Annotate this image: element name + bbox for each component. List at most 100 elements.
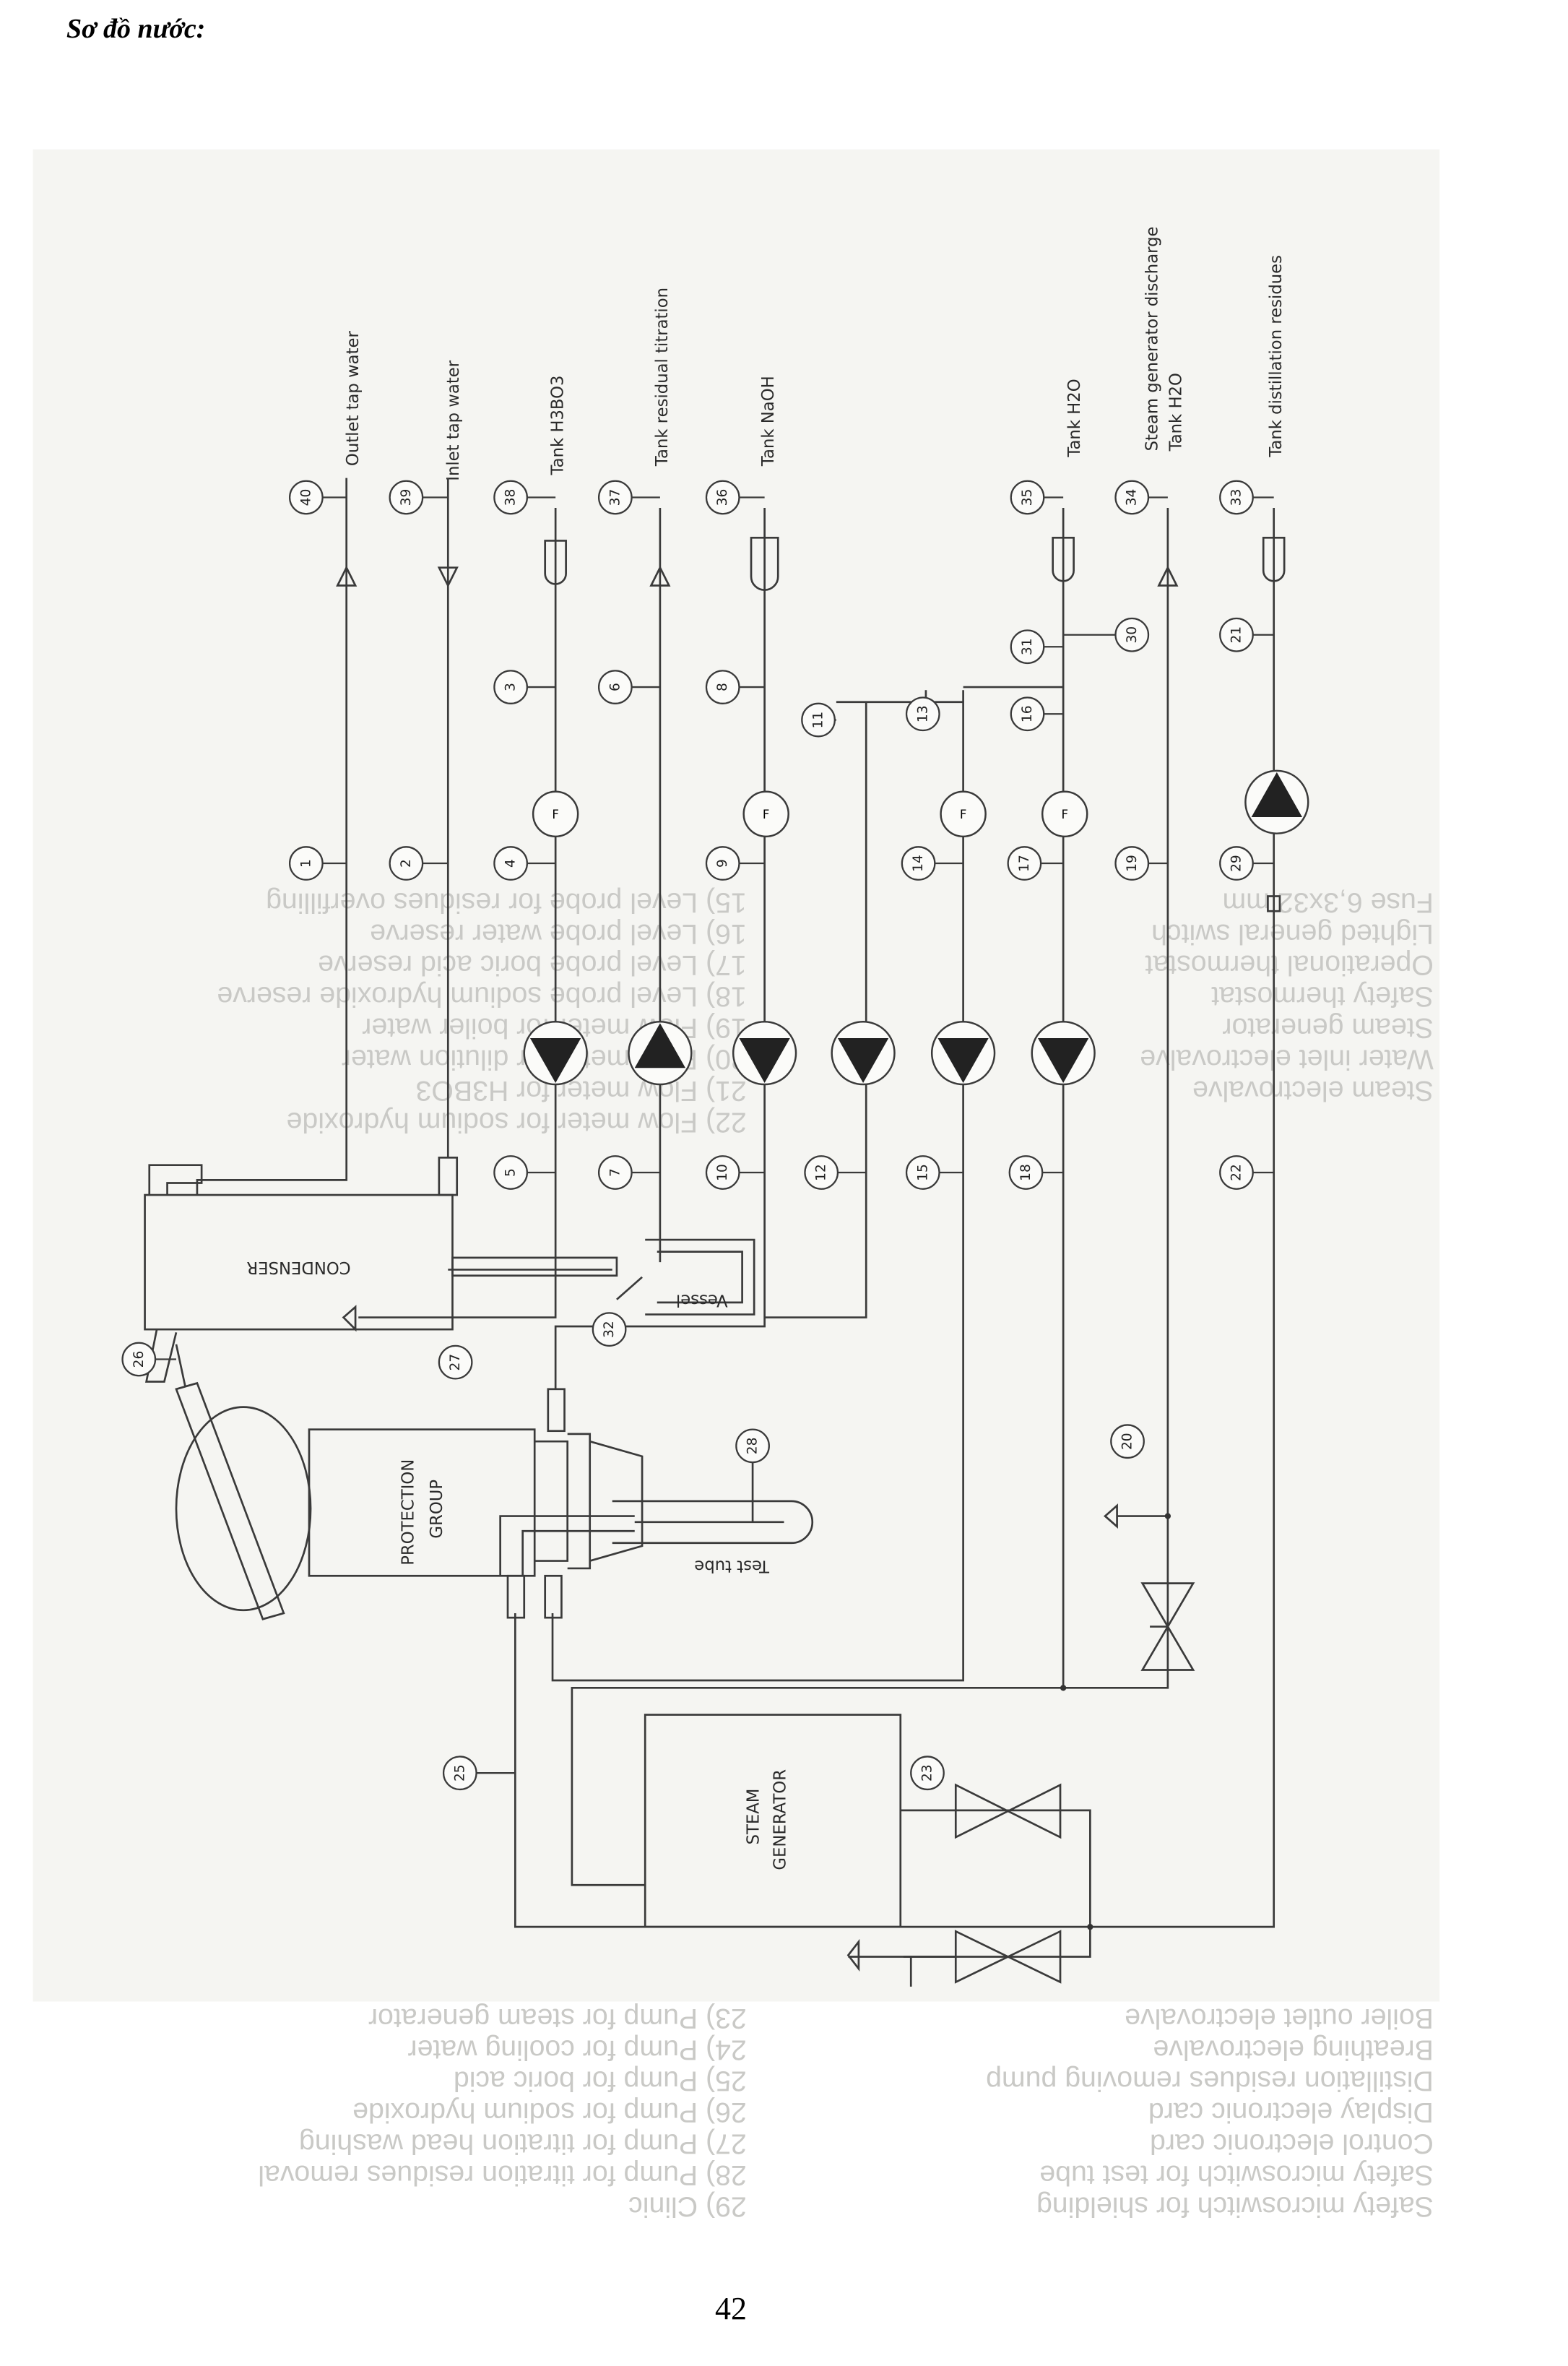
- pump-icon: [1244, 769, 1309, 834]
- callout-1: 1: [288, 846, 324, 881]
- callout-30: 30: [1114, 617, 1150, 652]
- callout-13: 13: [905, 696, 940, 732]
- generator-label: GENERATOR: [771, 1769, 790, 1870]
- bleed-through-line: Safety microswitch for test tube: [1039, 2159, 1434, 2191]
- condenser-label: CONDENSER: [246, 1258, 350, 1277]
- callout-number: 7: [607, 1168, 623, 1177]
- bleed-through-line: 27) Pump for titration head washing: [299, 2128, 747, 2160]
- callout-23: 23: [910, 1756, 945, 1791]
- callout-number: 16: [1020, 705, 1035, 722]
- pump-icon: [1031, 1020, 1096, 1086]
- bleed-through-line: Fuse 6,3x32 mm: [1222, 886, 1433, 918]
- arrow-up-icon: [649, 565, 671, 587]
- callout-28: 28: [735, 1428, 770, 1464]
- label-tank-naoh: Tank NaOH: [759, 376, 778, 467]
- bleed-through-line: Operational thermostat: [1145, 949, 1434, 981]
- bleed-through-line: Control electronic card: [1150, 2128, 1434, 2160]
- label-tank-distillation-residues: Tank distillation residues: [1267, 255, 1286, 458]
- bleed-through-line: 25) Pump for boric acid: [454, 2065, 747, 2097]
- bleed-through-line: Steam generator: [1222, 1012, 1433, 1044]
- callout-number: 28: [745, 1438, 761, 1455]
- tank-fitting-icon: [750, 536, 779, 591]
- valve-icon: [954, 1783, 1062, 1839]
- callout-number: 22: [1229, 1164, 1244, 1181]
- callout-number: 8: [715, 683, 730, 691]
- callout-number: 2: [399, 859, 414, 868]
- label-tank-h2o-2: Tank H2O: [1166, 373, 1185, 452]
- group-label: GROUP: [428, 1480, 446, 1539]
- arrow-up-icon: [1157, 565, 1179, 587]
- callout-number: 9: [715, 859, 730, 868]
- flowmeter-icon: F: [532, 790, 579, 838]
- callout-31: 31: [1010, 629, 1045, 665]
- flowmeter-symbol: F: [763, 808, 770, 821]
- callout-21: 21: [1219, 617, 1254, 652]
- protection-label: PROTECTION: [399, 1459, 418, 1566]
- bleed-through-line: Distillation residues removing pump: [986, 2065, 1434, 2097]
- callout-number: 36: [715, 489, 730, 506]
- page-number: 42: [715, 2291, 747, 2326]
- callout-32: 32: [592, 1312, 627, 1347]
- callout-number: 29: [1229, 855, 1244, 872]
- bleed-through-line: Display electronic card: [1148, 2097, 1434, 2128]
- bleed-through-line: Boiler outlet electrovalve: [1125, 2003, 1434, 2034]
- tank-fitting-icon: [544, 540, 567, 585]
- drain-icon: [342, 1305, 357, 1332]
- callout-16: 16: [1010, 696, 1045, 732]
- pump-icon: [523, 1020, 588, 1086]
- drain-icon: [1103, 1503, 1118, 1529]
- label-inlet-tap-water: Inlet tap water: [444, 360, 463, 480]
- bleed-through-line: Water inlet electrovalve: [1140, 1043, 1434, 1075]
- callout-number: 5: [503, 1168, 519, 1177]
- bleed-through-line: Safety thermostat: [1211, 981, 1434, 1013]
- bleed-through-line: 16) Level probe water reserve: [370, 918, 747, 950]
- callout-18: 18: [1008, 1155, 1044, 1190]
- arrow-up-icon: [336, 565, 358, 587]
- bleed-through-line: 17) Level probe boric acid reserve: [318, 949, 747, 981]
- condenser: CONDENSER: [144, 1157, 618, 1383]
- callout-number: 20: [1120, 1433, 1135, 1450]
- callout-number: 31: [1020, 638, 1035, 655]
- flowmeter-icon: F: [940, 790, 987, 838]
- flowmeter-symbol: F: [552, 808, 559, 821]
- flowmeter-icon: F: [1041, 790, 1088, 838]
- callout-number: 14: [911, 855, 926, 872]
- callout-37: 37: [597, 480, 633, 515]
- bleed-through-line: Steam electrovalve: [1192, 1075, 1434, 1107]
- bleed-through-line: Breathing electrovalve: [1153, 2034, 1434, 2065]
- label-tank-h2o: Tank H2O: [1065, 379, 1084, 457]
- callout-15: 15: [905, 1155, 940, 1190]
- callout-4: 4: [493, 846, 529, 881]
- tank-fitting-icon: [1262, 536, 1286, 582]
- bleed-through-line: 15) Level probe for residues overfilling: [266, 886, 747, 918]
- label-outlet-tap-water: Outlet tap water: [344, 330, 363, 466]
- callout-number: 3: [503, 683, 519, 691]
- callout-number: 34: [1125, 489, 1140, 506]
- protection-group: PROTECTION GROUP Test tube: [308, 1388, 814, 1619]
- bleed-through-line: 23) Pump for steam generator: [368, 2003, 747, 2034]
- callout-3: 3: [493, 670, 529, 704]
- callout-9: 9: [705, 846, 740, 881]
- callout-number: 15: [915, 1164, 930, 1181]
- coupling-icon: [1267, 895, 1281, 912]
- callout-14: 14: [901, 846, 936, 881]
- flowmeter-icon: F: [742, 790, 789, 838]
- callout-number: 19: [1125, 855, 1140, 872]
- bleed-through-line: 21) Flow meter for H3BO3: [416, 1075, 747, 1107]
- callout-number: 27: [448, 1354, 463, 1371]
- pump-icon: [732, 1020, 797, 1086]
- valve-icon: [954, 1930, 1062, 1984]
- callout-12: 12: [804, 1155, 839, 1190]
- arrow-down-icon: [437, 566, 459, 588]
- pumps: [523, 769, 1309, 1086]
- callout-10: 10: [705, 1155, 740, 1190]
- valves: [846, 1503, 1195, 1987]
- vessel-label: Vessel: [676, 1291, 728, 1310]
- callout-2: 2: [389, 846, 424, 881]
- flow-arrows: [336, 565, 1179, 588]
- callout-11: 11: [801, 702, 836, 738]
- callout-20: 20: [1110, 1424, 1145, 1459]
